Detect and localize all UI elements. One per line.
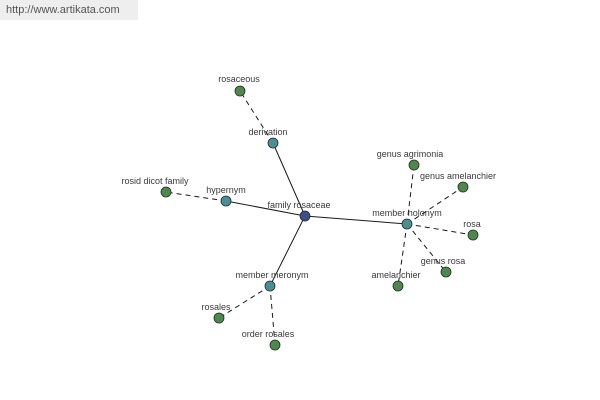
leaf-node-genus-amelanchier[interactable]: genus amelanchier xyxy=(420,171,496,193)
relation-node-dot[interactable] xyxy=(267,137,279,149)
edge-center-hypernym xyxy=(225,200,306,217)
leaf-node-label: rosid dicot family xyxy=(121,176,189,186)
relation-node-dot[interactable] xyxy=(401,218,413,230)
nodes: rosaceous rosid dicot family genus agrimon… xyxy=(121,74,496,351)
edge-hypernym-rosid-dicot-family xyxy=(165,191,227,202)
center-node-label: family rosaceae xyxy=(267,200,330,210)
center-node-family-rosaceae[interactable]: family rosaceae xyxy=(267,200,331,222)
leaf-node-label: genus amelanchier xyxy=(420,171,496,181)
leaf-node-label: genus rosa xyxy=(421,256,466,266)
edge-member-holonym-genus-amelanchier xyxy=(406,186,464,225)
leaf-node-amelanchier[interactable]: amelanchier xyxy=(371,270,421,292)
edge-center-member-holonym xyxy=(304,215,408,225)
leaf-node-dot[interactable] xyxy=(467,229,479,241)
edge-derivation-rosaceous xyxy=(239,90,274,144)
relation-node-label: member meronym xyxy=(235,270,308,280)
leaf-node-dot[interactable] xyxy=(213,312,225,324)
leaf-node-dot[interactable] xyxy=(457,181,469,193)
edge-member-meronym-order-rosales xyxy=(269,285,276,346)
source-url-banner[interactable]: http://www.artikata.com xyxy=(0,0,138,20)
leaf-node-rosaceous[interactable]: rosaceous xyxy=(218,74,260,97)
leaf-node-rosa[interactable]: rosa xyxy=(463,219,481,241)
edge-member-holonym-genus-agrimonia xyxy=(406,164,415,225)
leaf-node-dot[interactable] xyxy=(234,85,246,97)
leaf-node-dot[interactable] xyxy=(408,159,420,171)
edge-center-derivation xyxy=(272,142,306,217)
edge-member-holonym-amelanchier xyxy=(397,223,408,287)
relation-node-derivation[interactable]: derivation xyxy=(248,127,288,149)
leaf-node-rosid-dicot-family[interactable]: rosid dicot family xyxy=(121,176,189,198)
leaf-node-label: genus agrimonia xyxy=(377,149,444,159)
edge-member-holonym-rosa xyxy=(406,223,474,236)
leaf-node-dot[interactable] xyxy=(269,339,281,351)
leaf-node-label: amelanchier xyxy=(371,270,420,280)
leaf-node-label: order rosales xyxy=(242,329,295,339)
relation-node-label: hypernym xyxy=(206,185,246,195)
leaf-node-order-rosales[interactable]: order rosales xyxy=(242,329,295,351)
edges xyxy=(165,90,474,346)
relation-node-hypernym[interactable]: hypernym xyxy=(206,185,246,207)
leaf-node-label: rosales xyxy=(201,302,231,312)
relation-node-dot[interactable] xyxy=(220,195,232,207)
relation-node-member-holonym[interactable]: member holonym xyxy=(372,208,442,230)
edge-member-holonym-genus-rosa xyxy=(406,223,447,273)
leaf-node-dot[interactable] xyxy=(160,186,172,198)
leaf-node-dot[interactable] xyxy=(392,280,404,292)
leaf-node-label: rosaceous xyxy=(218,74,260,84)
relation-node-label: derivation xyxy=(248,127,287,137)
center-node-dot[interactable] xyxy=(299,210,311,222)
relation-node-member-meronym[interactable]: member meronym xyxy=(235,270,309,292)
relation-node-label: member holonym xyxy=(372,208,442,218)
leaf-node-genus-agrimonia[interactable]: genus agrimonia xyxy=(377,149,444,171)
leaf-node-dot[interactable] xyxy=(440,266,452,278)
edge-center-member-meronym xyxy=(269,215,306,287)
leaf-node-label: rosa xyxy=(463,219,481,229)
edge-member-meronym-rosales xyxy=(218,285,271,319)
relation-node-dot[interactable] xyxy=(264,280,276,292)
leaf-node-rosales[interactable]: rosales xyxy=(201,302,231,324)
leaf-node-genus-rosa[interactable]: genus rosa xyxy=(421,256,466,278)
